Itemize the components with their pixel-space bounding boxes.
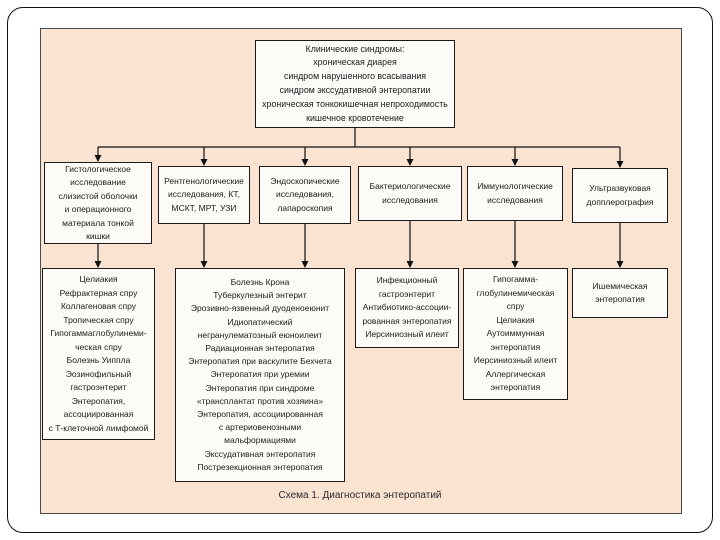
node-diagnosis-immune-group: Гипогамма- глобулинемическая спру Целиак… xyxy=(463,268,568,400)
node-text: Гипогамма- глобулинемическая спру Целиак… xyxy=(473,274,558,393)
node-method-histology: Гистологическое исследование слизистой о… xyxy=(44,162,152,244)
node-method-endoscopy: Эндоскопические исследования, лапароскоп… xyxy=(259,166,351,224)
node-text: Болезнь Крона Туберкулезный энтерит Эроз… xyxy=(188,276,332,472)
node-diagnosis-ischemic: Ишемическая энтеропатия xyxy=(572,268,668,318)
node-method-bacteriology: Бактериологические исследования xyxy=(358,166,462,221)
node-text: Эндоскопические исследования, лапароскоп… xyxy=(270,175,340,213)
node-text: Ишемическая энтеропатия xyxy=(592,280,648,305)
node-text: Иммунологические исследования xyxy=(477,181,553,205)
node-text: Рентгенологические исследования, КТ, МСК… xyxy=(164,175,244,213)
node-method-radiology: Рентгенологические исследования, КТ, МСК… xyxy=(158,166,250,224)
node-diagnosis-infectious-group: Инфекционный гастроэнтерит Антибиотико-а… xyxy=(355,268,459,348)
node-diagnosis-crohn-group: Болезнь Крона Туберкулезный энтерит Эроз… xyxy=(175,268,345,482)
node-text: Инфекционный гастроэнтерит Антибиотико-а… xyxy=(362,275,452,340)
node-diagnosis-celiac-group: Целиакия Рефрактерная спру Коллагеновая … xyxy=(42,268,155,440)
node-text: Клинические синдромы: хроническая диарея… xyxy=(262,43,448,123)
node-method-immunology: Иммунологические исследования xyxy=(467,166,563,221)
node-text: Целиакия Рефрактерная спру Коллагеновая … xyxy=(48,274,149,433)
slide-border xyxy=(7,7,713,533)
node-text: Бактериологические исследования xyxy=(369,181,451,205)
node-method-ultrasound-doppler: Ультразвуковая допплерография xyxy=(572,168,668,223)
node-text: Ультразвуковая допплерография xyxy=(586,183,654,207)
diagram-caption: Схема 1. Диагностика энтеропатий xyxy=(278,490,442,501)
node-clinical-syndromes: Клинические синдромы: хроническая диарея… xyxy=(255,40,455,128)
node-text: Гистологическое исследование слизистой о… xyxy=(58,163,138,242)
